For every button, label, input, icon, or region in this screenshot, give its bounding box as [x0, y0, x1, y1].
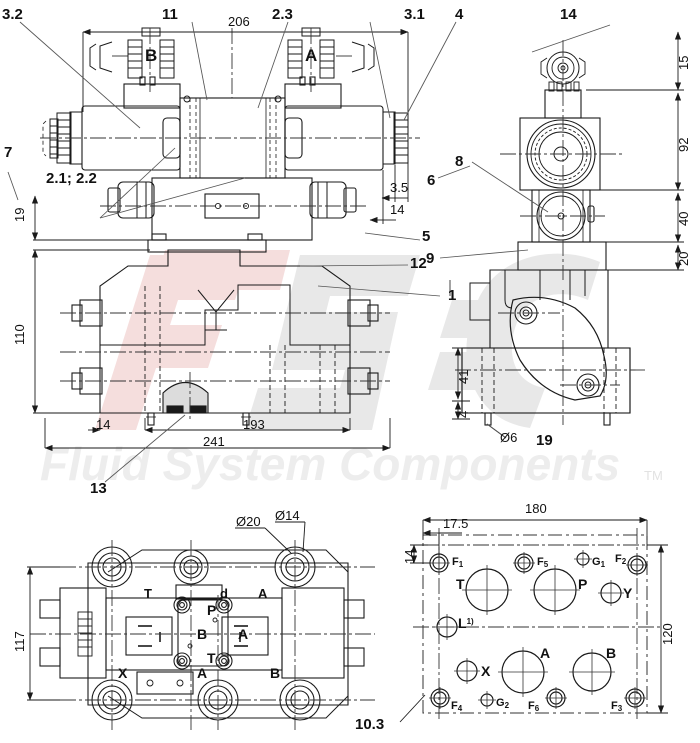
main-valve-body-front	[71, 233, 379, 426]
dim-117: 117	[12, 631, 27, 652]
item-label-6: 6	[427, 172, 436, 189]
item-label-14: 14	[560, 6, 577, 23]
top-edge-x: X	[118, 665, 128, 681]
top-port-p: P	[207, 602, 217, 618]
main-valve-body-side	[461, 269, 631, 426]
dim-14-ports: 14	[402, 549, 417, 564]
top-port-t: T	[207, 650, 216, 666]
port-label-f6: F6	[528, 700, 540, 713]
solenoid-b-assembly	[42, 27, 181, 171]
dim-120: 120	[660, 623, 675, 645]
dim-92: 92	[676, 137, 691, 152]
top-mark-a-edge: A	[258, 586, 268, 601]
item-label-7: 7	[4, 144, 13, 161]
item-label-9: 9	[426, 250, 435, 267]
dim-110: 110	[12, 324, 27, 345]
dim-20: 20	[676, 251, 691, 266]
item-label-3-1: 3.1	[404, 6, 425, 23]
top-mark-d: d	[220, 586, 228, 601]
dim-206: 206	[228, 14, 250, 29]
item-label-13: 13	[90, 480, 107, 497]
dim-dia-14: Ø14	[275, 508, 300, 523]
solenoid-label-b: B	[145, 46, 158, 65]
solenoid-label-a: A	[305, 46, 318, 65]
port-pattern-frame	[422, 534, 648, 714]
standard-label-10-3: 10.3	[355, 716, 385, 733]
dim-180: 180	[525, 501, 547, 516]
top-edge-b: B	[270, 665, 281, 681]
port-label-b: B	[606, 645, 617, 661]
item-label-8: 8	[455, 153, 464, 170]
solenoid-a-assembly	[284, 27, 409, 171]
item-label-2-3: 2.3	[272, 6, 293, 23]
port-label-f4: F4	[451, 700, 463, 713]
dim-3-5: 3.5	[390, 180, 409, 195]
top-edge-a: A	[197, 665, 208, 681]
dim-41: 41	[456, 369, 471, 384]
dim-15: 15	[676, 55, 691, 70]
pilot-valve-side	[517, 51, 607, 271]
port-label-f2: F2	[615, 553, 627, 566]
dim-dia-20: Ø20	[236, 514, 261, 529]
pilot-housing	[107, 177, 357, 241]
port-label-a: A	[540, 645, 551, 661]
top-port-b: B	[197, 626, 208, 642]
dim-17-5: 17.5	[443, 516, 469, 531]
centre-lines	[30, 28, 660, 730]
port-label-y: Y	[623, 585, 633, 601]
dim-193: 193	[243, 417, 265, 432]
item-label-19: 19	[536, 432, 553, 449]
item-leader-lines	[7, 21, 611, 483]
item-label-4: 4	[455, 6, 464, 23]
dim-40: 40	[676, 211, 691, 226]
item-label-12: 12	[410, 255, 427, 272]
port-label-g2: G2	[496, 697, 510, 710]
item-label-1: 1	[448, 287, 457, 304]
item-label-3-2: 3.2	[2, 6, 23, 23]
port-label-t: T	[456, 576, 465, 592]
top-port-a: A	[238, 626, 249, 642]
port-label-f1: F1	[452, 556, 464, 569]
port-label-f5: F5	[537, 556, 549, 569]
item-label-5: 5	[422, 228, 431, 245]
dim-241: 241	[203, 434, 225, 449]
port-label-g1: G1	[592, 556, 606, 569]
port-label-l: L1)	[458, 615, 474, 631]
valve-spool-body	[162, 95, 303, 179]
port-label-p: P	[578, 576, 588, 592]
port-label-f3: F3	[611, 700, 623, 713]
top-mark-t-edge: T	[144, 586, 152, 601]
item-label-11: 11	[162, 6, 178, 23]
port-label-x: X	[481, 663, 491, 679]
dim-4: 4	[456, 410, 471, 418]
dim-14-right: 14	[390, 202, 405, 217]
dimension-lines	[26, 28, 684, 723]
item-label-2-1-2-2: 2.1; 2.2	[46, 170, 97, 187]
dim-19: 19	[12, 207, 27, 222]
dim-dia-6: Ø6	[500, 430, 518, 445]
dim-14-base: 14	[96, 417, 111, 432]
